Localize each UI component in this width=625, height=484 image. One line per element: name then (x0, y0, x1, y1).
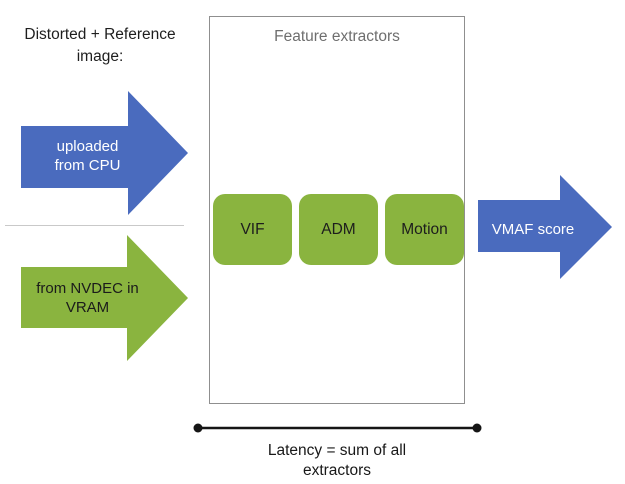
cpu-upload-arrow (21, 91, 188, 215)
nvdec-arrow-label: from NVDEC in VRAM (36, 280, 139, 316)
divider-line (5, 225, 184, 226)
latency-span (193, 423, 482, 433)
latency-left-dot (193, 423, 203, 433)
vmaf-score-arrow (478, 175, 612, 279)
extractor-adm: ADM (299, 194, 378, 265)
feature-extractors-title: Feature extractors (274, 28, 400, 45)
extractor-motion: Motion (385, 194, 464, 265)
cpu-arrow-label: uploaded from CPU (54, 138, 121, 174)
extractor-vif: VIF (213, 194, 292, 265)
extractor-chip-row: VIF ADM Motion (213, 194, 465, 265)
nvdec-arrow (21, 235, 188, 361)
vmaf-score-label: VMAF score (491, 221, 575, 238)
latency-right-dot (472, 423, 482, 433)
feature-extractors-box: Feature extractors (209, 16, 465, 404)
latency-label: Latency = sum of all extractors (267, 442, 407, 479)
input-header: Distorted + Reference image: (24, 26, 176, 65)
